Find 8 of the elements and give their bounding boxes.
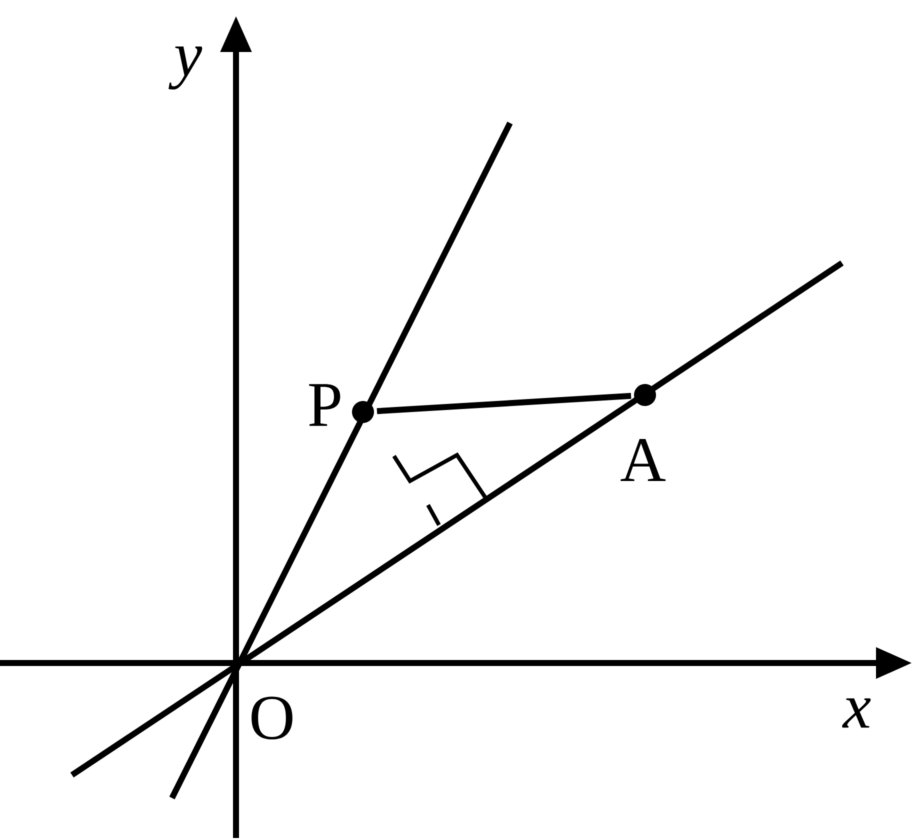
point-label: A <box>620 438 666 482</box>
point-label: P <box>309 384 340 426</box>
segment <box>376 392 632 414</box>
axis-label: y <box>168 46 202 90</box>
origin-label: O <box>252 696 292 740</box>
axis-label: x <box>842 698 871 728</box>
point <box>352 401 374 423</box>
point <box>634 384 656 406</box>
